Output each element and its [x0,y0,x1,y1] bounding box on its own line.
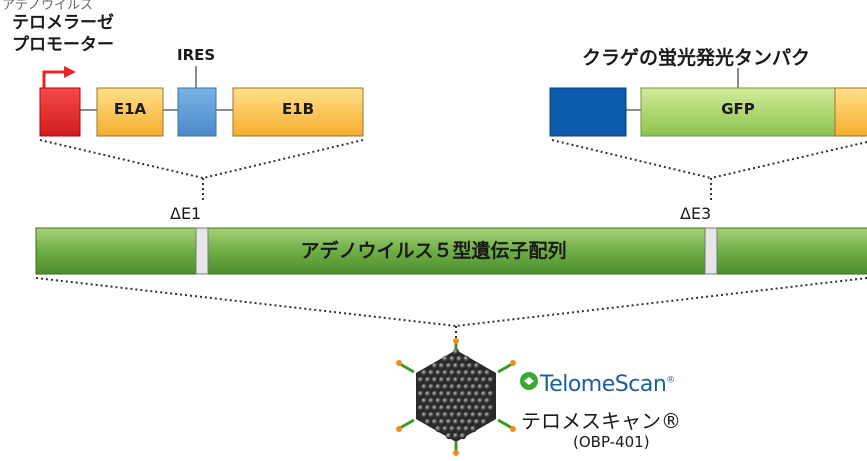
partial-orange-box [834,87,867,137]
product-name: テロメスキャン® [521,409,681,433]
delta-e1-label: ΔE1 [170,204,202,223]
telomerase-label: テロメラーゼ [12,13,114,33]
e1-deletion-gap [195,227,209,275]
product-code: (OBP-401) [573,433,650,451]
e1a-box [96,87,164,137]
virus-fiber-knobs [396,338,516,456]
gfp-box [640,87,836,137]
e1-left-connector [39,139,204,179]
top-caption: アデノウイルス [2,0,94,13]
telomescan-logo-icon [520,372,538,390]
e3-left-connector [551,139,712,179]
virus-capsomeres [417,348,495,440]
virus-left-connector [35,277,457,327]
promoter-label: プロモーター [12,35,114,55]
ires-box [177,87,217,137]
left-gene-cassette [39,66,364,137]
brand-name: TelomeScan [540,372,667,397]
telomescan-brand: TelomeScan® [540,372,675,397]
virus-right-connector [455,277,867,327]
e1b-label: E1B [281,100,315,118]
promoter-arrowhead-icon [64,66,76,78]
ires-label: IRES [177,46,216,64]
promoter-box [39,87,81,137]
genome-segment [35,227,867,275]
e1b-box [232,87,364,137]
gfp-description-label: クラゲの蛍光発光タンパク [582,47,811,69]
adenovirus-genome-bar [35,227,867,275]
e3-deletion-gap [704,227,718,275]
cmv-promoter-box [549,87,627,137]
gfp-label: GFP [721,100,755,118]
promoter-arrow-line [42,70,66,92]
delta-e3-label: ΔE3 [680,204,712,223]
right-gene-cassette [549,68,867,137]
adenovirus-particle-icon [396,338,516,456]
brand-mark: ® [666,375,675,386]
virus-connector-lines [35,277,867,346]
e1-right-connector [202,139,364,179]
e3-right-connector [710,141,867,179]
e1a-label: E1A [113,100,147,118]
genome-label: アデノウイルス５型遺伝子配列 [300,240,567,262]
insert-connector-lines [39,139,867,200]
